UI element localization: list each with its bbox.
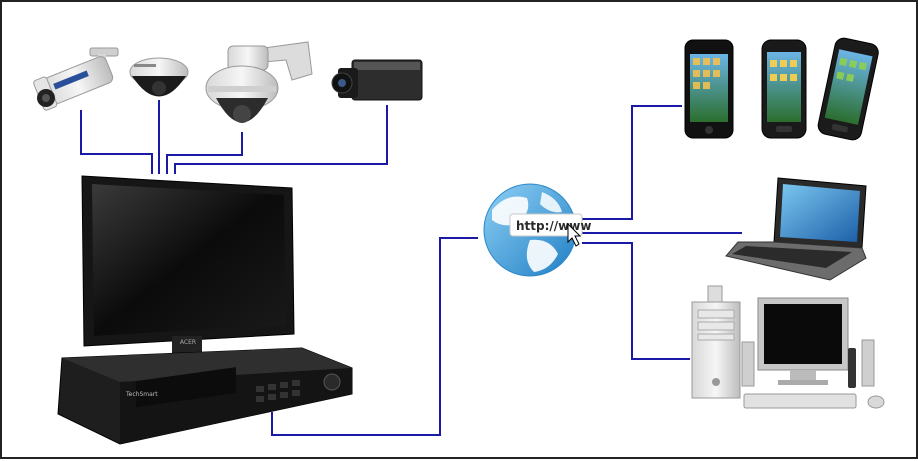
edge-box-to-dvr [174, 105, 388, 174]
edge-globe-to-desktop [582, 242, 690, 360]
camera-mini-dome [129, 57, 189, 97]
pc-tower [691, 285, 741, 399]
pc-speakers [741, 339, 875, 387]
pc-monitor [757, 297, 849, 385]
monitor: ACER [81, 175, 295, 372]
desktop-pc [691, 285, 885, 409]
dvr-brand-label: TechSmart [125, 391, 158, 398]
edge-bullet-to-dvr [80, 110, 153, 174]
edge-dvr-to-globe [271, 237, 478, 436]
phone-iphone [684, 39, 734, 139]
connector-lines [80, 100, 742, 436]
monitor-brand-label: ACER [180, 339, 196, 346]
edge-globe-to-phones [582, 105, 682, 220]
laptop [725, 177, 867, 281]
dvr-station: ACER TechSmart [57, 175, 353, 445]
edge-ptz-to-dvr [166, 132, 243, 174]
internet-globe: http://www [483, 183, 591, 277]
phone-galaxy [761, 39, 807, 139]
camera-box [331, 59, 423, 101]
pc-mouse [867, 395, 885, 409]
pc-keyboard [743, 393, 857, 409]
globe-url-label: http://www [516, 219, 591, 233]
dvr-recorder: TechSmart [57, 347, 353, 445]
camera-ptz-dome [205, 41, 313, 123]
pc-remote [848, 348, 856, 388]
camera-bullet [33, 47, 119, 111]
phone-android [817, 37, 879, 141]
